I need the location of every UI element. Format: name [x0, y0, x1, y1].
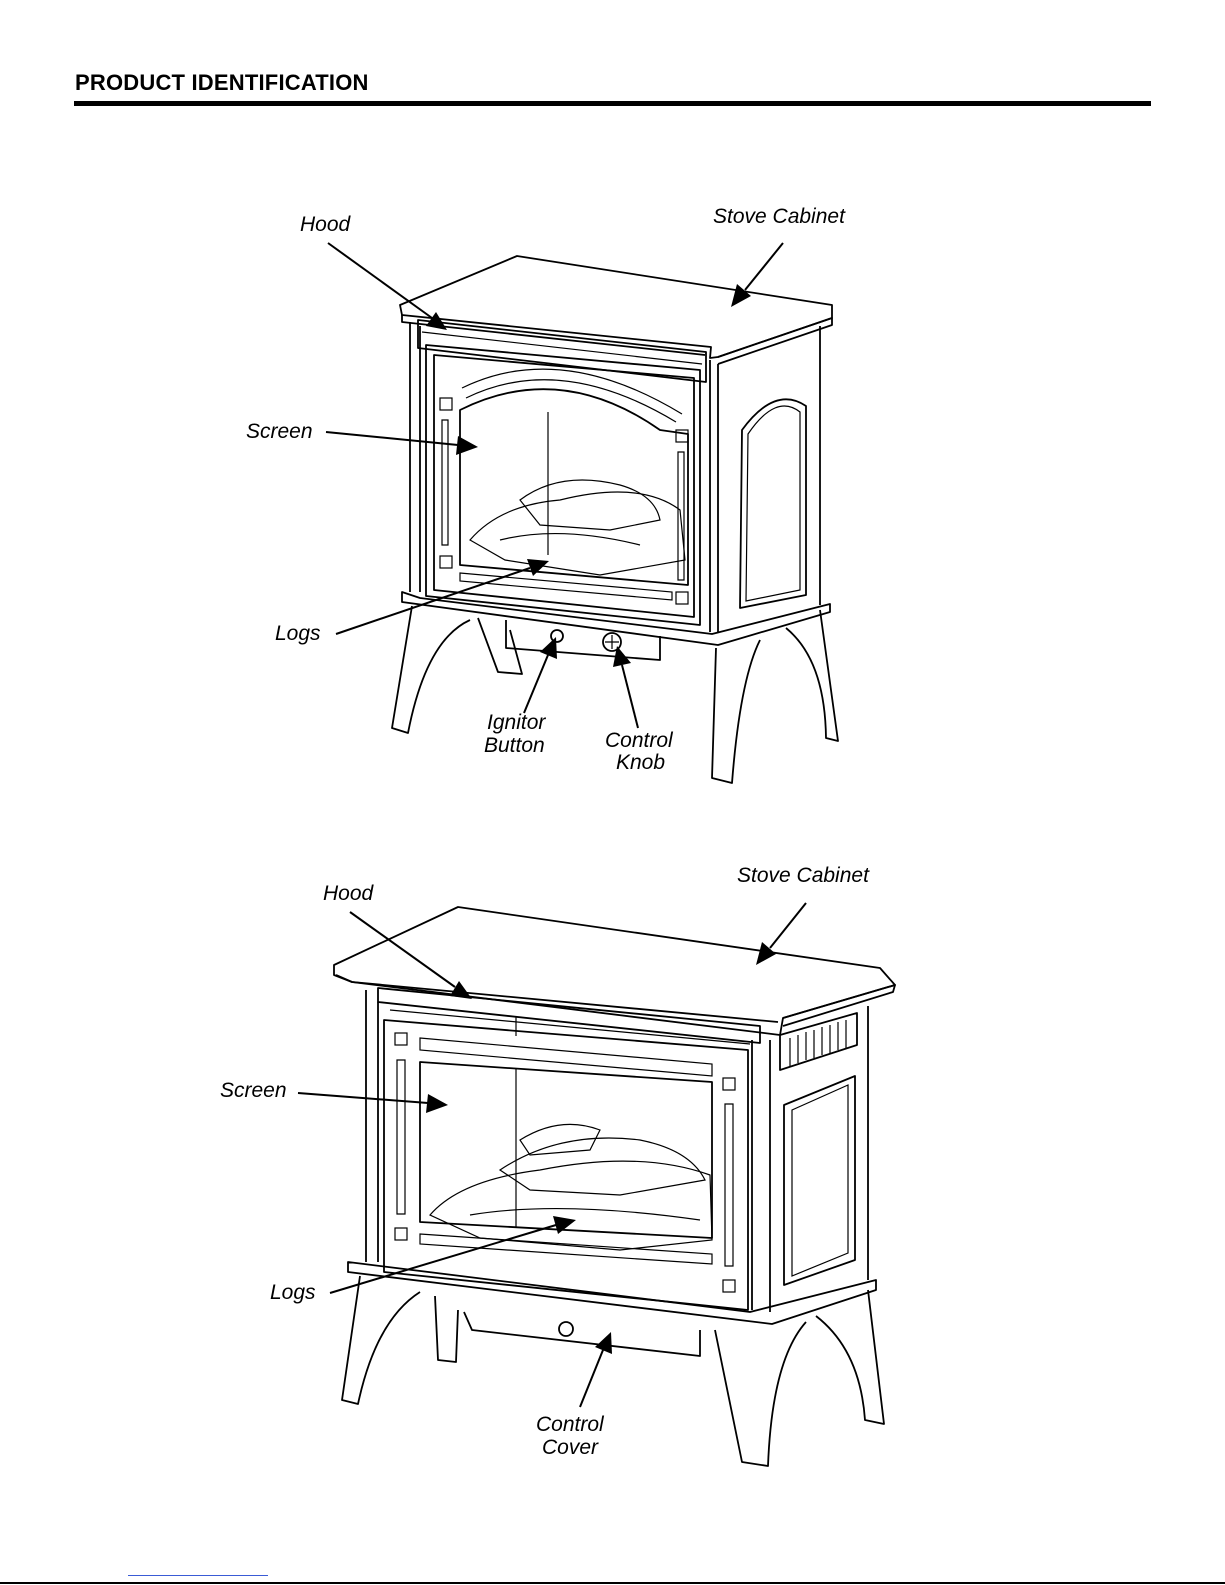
stove-cabinet-top-2: [334, 907, 895, 1070]
footer-rule: [0, 1582, 1225, 1584]
base-and-legs-2: [342, 1262, 884, 1466]
label-hood-2: Hood: [323, 882, 375, 905]
cabinet-body: [410, 322, 820, 632]
screen-leader: [326, 432, 478, 455]
label-logs: Logs: [275, 622, 321, 645]
label-control-cover-line1: Control: [536, 1413, 605, 1436]
label-stove-cabinet: Stove Cabinet: [713, 205, 846, 228]
label-control-cover-line2: Cover: [542, 1436, 599, 1459]
hood-leader: [328, 243, 447, 330]
label-control-knob-line1: Control: [605, 729, 674, 752]
screen-frame: [426, 345, 700, 625]
label-ignitor-line1: Ignitor: [487, 711, 546, 734]
footer-link-underline: [128, 1575, 268, 1576]
label-screen-2: Screen: [220, 1079, 287, 1102]
ignitor-leader: [524, 637, 557, 713]
stove-figure-1: Hood Stove Cabinet Screen Logs Ignitor B…: [246, 205, 846, 783]
label-stove-cabinet-2: Stove Cabinet: [737, 864, 870, 887]
label-hood: Hood: [300, 213, 352, 236]
base-and-legs: [392, 592, 838, 783]
label-ignitor-line2: Button: [484, 734, 545, 757]
label-control-knob-line2: Knob: [616, 751, 665, 774]
screen-leader-2: [298, 1093, 448, 1113]
stove-figure-2: Hood Stove Cabinet Screen Logs Control C…: [220, 864, 895, 1466]
screen-frame-2: [384, 1016, 748, 1310]
label-screen: Screen: [246, 420, 313, 443]
label-logs-2: Logs: [270, 1281, 316, 1304]
cabinet-body-2: [366, 990, 868, 1312]
logs-shape: [470, 480, 685, 575]
stove-cabinet-leader: [731, 243, 783, 307]
hood-leader-2: [350, 912, 472, 999]
